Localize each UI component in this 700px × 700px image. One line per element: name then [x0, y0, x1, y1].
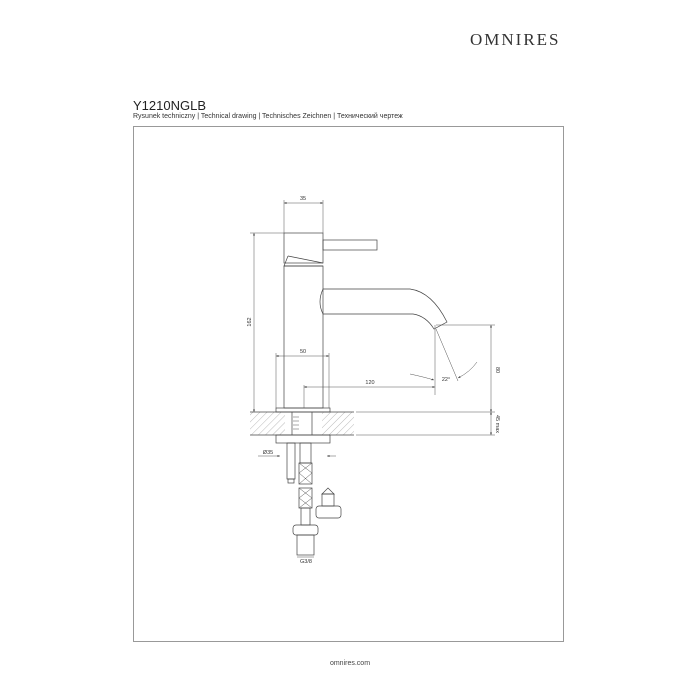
dim-angle: 22° [442, 377, 450, 383]
brand-logo: OMNIRES [470, 30, 561, 49]
spout [319, 288, 448, 330]
drawing-frame [133, 126, 564, 642]
product-code: Y1210NGLB [133, 98, 206, 113]
dim-total-height: 162 [247, 317, 253, 326]
dimension-lines [250, 200, 495, 558]
dim-connection: G3/8 [300, 559, 312, 565]
base-flange [275, 407, 331, 413]
lever-handle [322, 239, 378, 251]
dim-countertop-max: 45 max [494, 415, 500, 433]
dim-spout-height: 80 [494, 367, 500, 373]
countertop [250, 411, 495, 436]
dim-spout-reach: 120 [365, 380, 374, 386]
faucet-body [275, 232, 448, 413]
dim-hole-diameter: Ø35 [263, 450, 273, 456]
dim-handle-width: 35 [300, 196, 306, 202]
connection-hoses [275, 434, 342, 556]
dim-base-width: 50 [300, 349, 306, 355]
footer-website: omnires.com [329, 660, 371, 667]
drawing-subtitle: Rysunek techniczny | Technical drawing |… [133, 113, 403, 120]
